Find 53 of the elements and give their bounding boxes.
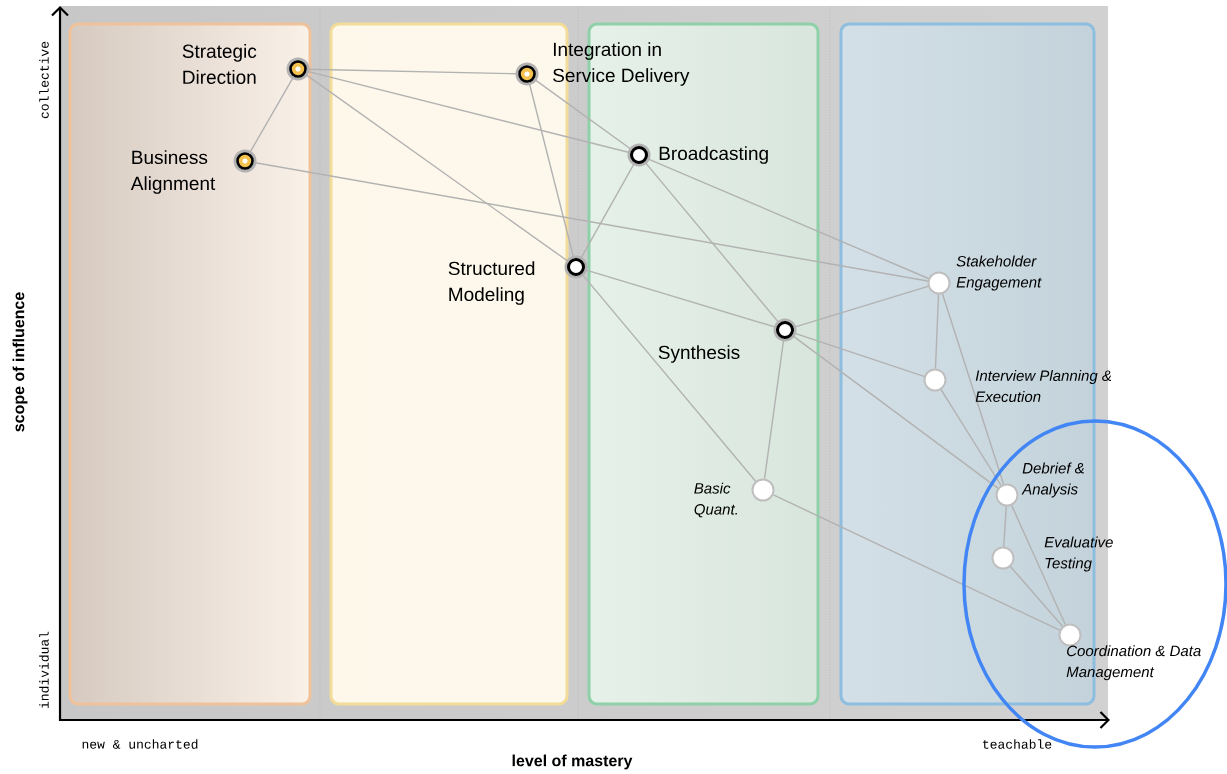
- node-label: Strategic Direction: [182, 44, 257, 84]
- axis-title: level of mastery: [512, 754, 633, 770]
- node-label: Debrief & Analysis: [1021, 462, 1084, 498]
- connector-line: [934, 293, 940, 370]
- node-label: Interview Planning & Execution: [975, 370, 1112, 402]
- node-label: Synthesis: [658, 345, 740, 363]
- connector-line: [248, 75, 295, 155]
- connector-line: [253, 161, 929, 282]
- node-label: Evaluative Testing: [1044, 536, 1113, 572]
- point-marker: [751, 478, 775, 502]
- point-marker: [564, 255, 588, 279]
- connector-line: [305, 70, 631, 154]
- connector-line: [763, 338, 785, 480]
- axis-title: scope of influence: [12, 292, 28, 432]
- point-marker: [995, 483, 1019, 507]
- point-marker: [286, 57, 310, 81]
- axis-tick-label: individual: [39, 631, 49, 709]
- point-marker: [991, 546, 1015, 570]
- node-label: Structured Modeling: [448, 261, 535, 305]
- node-label: Basic Quant.: [694, 482, 737, 518]
- connector-line: [304, 73, 570, 263]
- connector-line: [528, 81, 575, 259]
- node-label: Integration in Service Delivery: [553, 42, 690, 86]
- node-label: Business Alignment: [130, 150, 216, 194]
- connector-line: [1009, 565, 1064, 628]
- point-marker: [927, 271, 951, 295]
- connector-line: [1003, 505, 1007, 548]
- connector-line: [1011, 504, 1066, 626]
- point-marker: [627, 143, 651, 167]
- node-label: Stakeholder Engagement: [956, 255, 1042, 291]
- connector-line: [646, 157, 930, 280]
- connector-line: [791, 334, 999, 489]
- connector-line: [579, 162, 636, 260]
- connector-line: [940, 389, 1002, 486]
- connector-line: [533, 78, 633, 151]
- connector-line: [583, 268, 778, 329]
- point-marker: [515, 62, 539, 86]
- node-label: Coordination & Data Management: [1066, 645, 1201, 681]
- connector-line: [792, 332, 925, 378]
- axis-tick-label: collective: [39, 41, 49, 119]
- axis-tick-label: new & uncharted: [82, 739, 198, 749]
- point-marker: [233, 149, 257, 173]
- connector-line: [772, 494, 1061, 631]
- connector-line: [792, 285, 929, 329]
- point-marker: [923, 368, 947, 392]
- point-marker: [1058, 623, 1082, 647]
- node-label: Broadcasting: [659, 146, 768, 164]
- connector-line: [941, 293, 1005, 485]
- axis-tick-label: teachable: [983, 739, 1052, 749]
- connector-line: [581, 273, 757, 482]
- point-marker: [773, 318, 797, 342]
- connector-line: [644, 161, 780, 324]
- connector-line: [306, 68, 519, 75]
